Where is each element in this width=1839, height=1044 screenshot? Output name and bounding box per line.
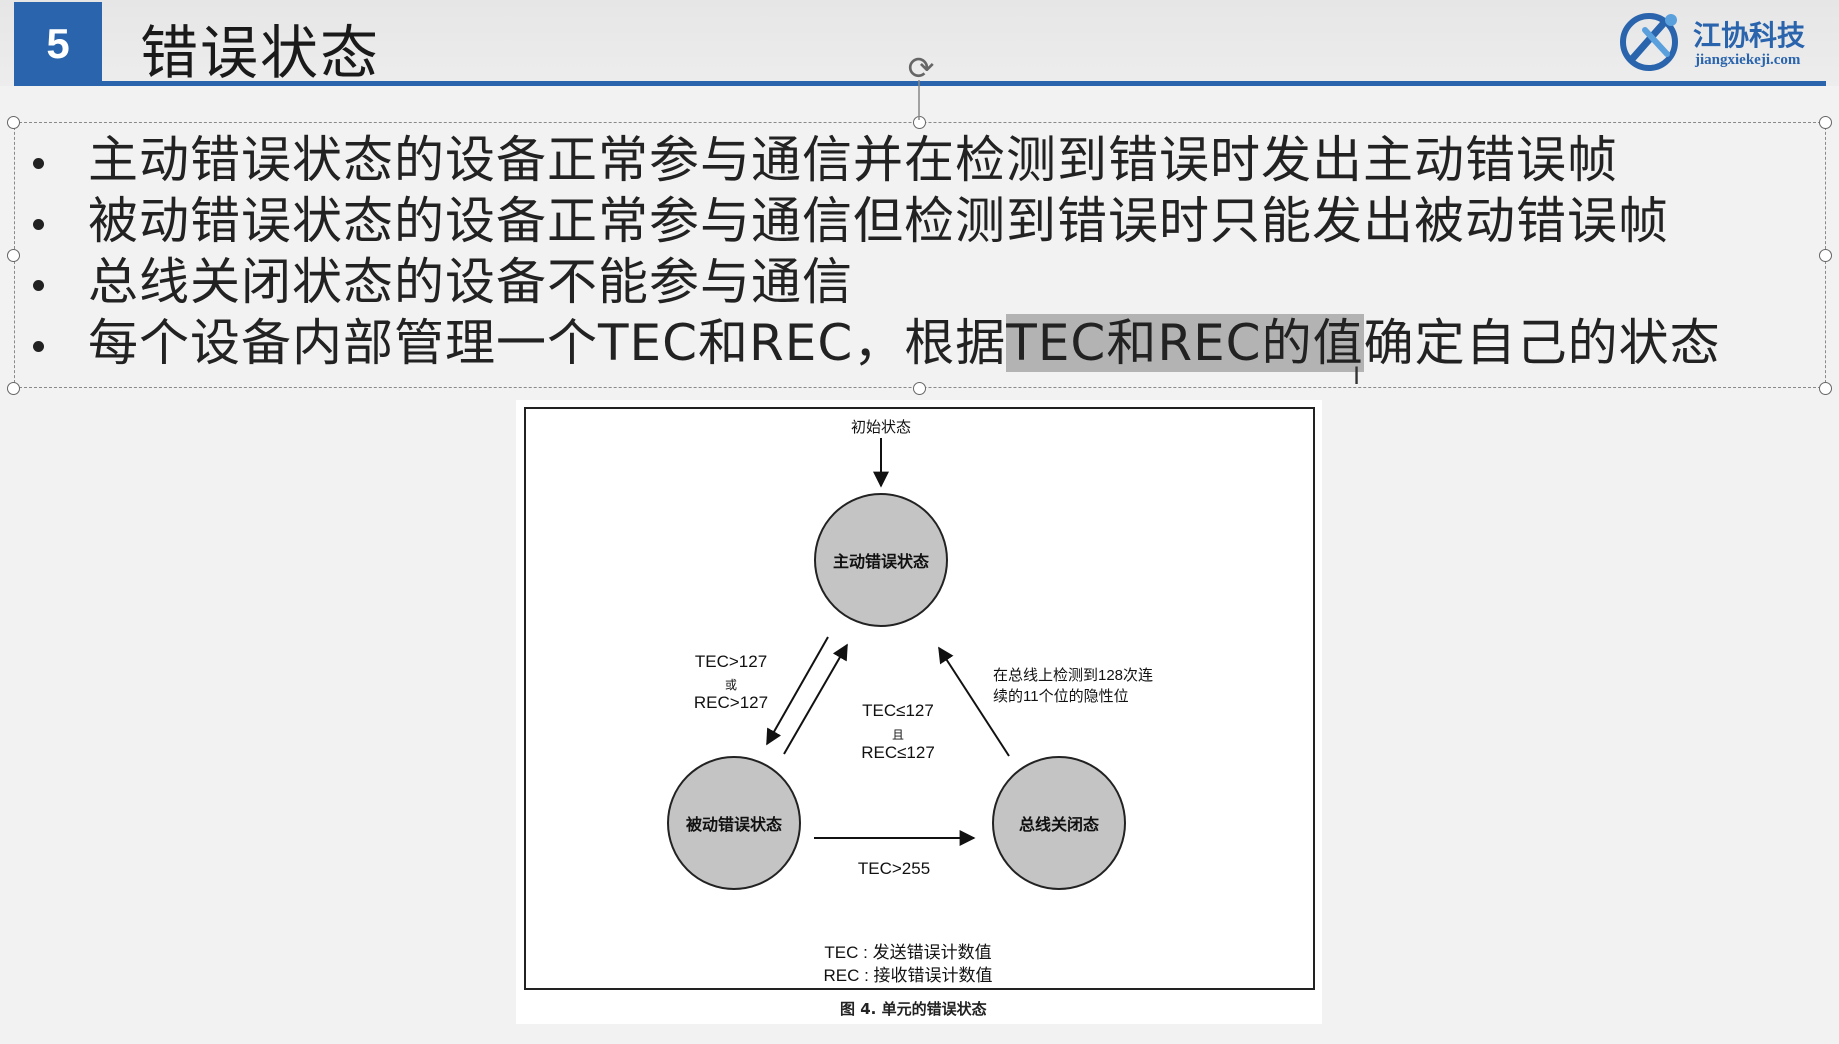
transition-to-busoff: TEC>255 [857,859,931,878]
slide-header [0,0,1839,86]
rotate-stem [918,80,920,120]
logo-name: 江协科技 [1693,19,1806,52]
resize-handle-left[interactable] [7,249,20,262]
transition-to-passive-line2: REC>127 [693,693,769,712]
rotate-handle-icon[interactable]: ⟳ [907,49,935,87]
diagram-frame [524,407,1315,990]
logo-icon [1620,13,1678,71]
bullet-item[interactable]: 总线关闭状态的设备不能参与通信 [28,252,1721,313]
slide-title[interactable]: 错误状态 [140,19,381,87]
resize-handle-top-left[interactable] [7,116,20,129]
company-logo: 江协科技 jiangxiekeji.com [1615,4,1815,80]
initial-state-label: 初始状态 [850,419,912,436]
resize-handle-right[interactable] [1819,249,1832,262]
transition-to-passive-or: 或 [724,678,738,692]
bullet-item[interactable]: 主动错误状态的设备正常参与通信并在检测到错误时发出主动错误帧 [28,130,1721,191]
transition-recover-line1: 在总线上检测到128次连 [993,667,1154,684]
legend-tec: TEC : 发送错误计数值 [824,943,992,962]
transition-recover-line2: 续的11个位的隐性位 [993,688,1129,705]
state-active-error: 主动错误状态 [814,493,948,627]
logo-url: jiangxiekeji.com [1695,52,1801,68]
resize-handle-top-right[interactable] [1819,116,1832,129]
transition-to-active-and: 且 [891,728,905,742]
resize-handle-bottom[interactable] [913,382,926,395]
state-passive-error: 被动错误状态 [667,756,801,890]
slide-number-badge: 5 [14,2,102,86]
legend-rec: REC : 接收错误计数值 [823,966,993,985]
bullet-item[interactable]: 被动错误状态的设备正常参与通信但检测到错误时只能发出被动错误帧 [28,191,1721,252]
bullet-item[interactable]: 每个设备内部管理一个TEC和REC，根据TEC和REC的值确定自己的状态 [28,313,1721,374]
bullet-list[interactable]: 主动错误状态的设备正常参与通信并在检测到错误时发出主动错误帧 被动错误状态的设备… [28,130,1721,374]
text-cursor-icon: I [1353,362,1361,390]
selected-text[interactable]: TEC和REC的值 [1006,314,1364,372]
transition-to-passive-line1: TEC>127 [694,652,768,671]
resize-handle-bottom-left[interactable] [7,382,20,395]
figure-caption: 图 4. 单元的错误状态 [840,1000,987,1018]
state-bus-off: 总线关闭态 [992,756,1126,890]
transition-to-active-line1: TEC≤127 [862,701,934,720]
transition-to-active-line2: REC≤127 [861,743,935,762]
resize-handle-bottom-right[interactable] [1819,382,1832,395]
title-underline [14,81,1826,86]
